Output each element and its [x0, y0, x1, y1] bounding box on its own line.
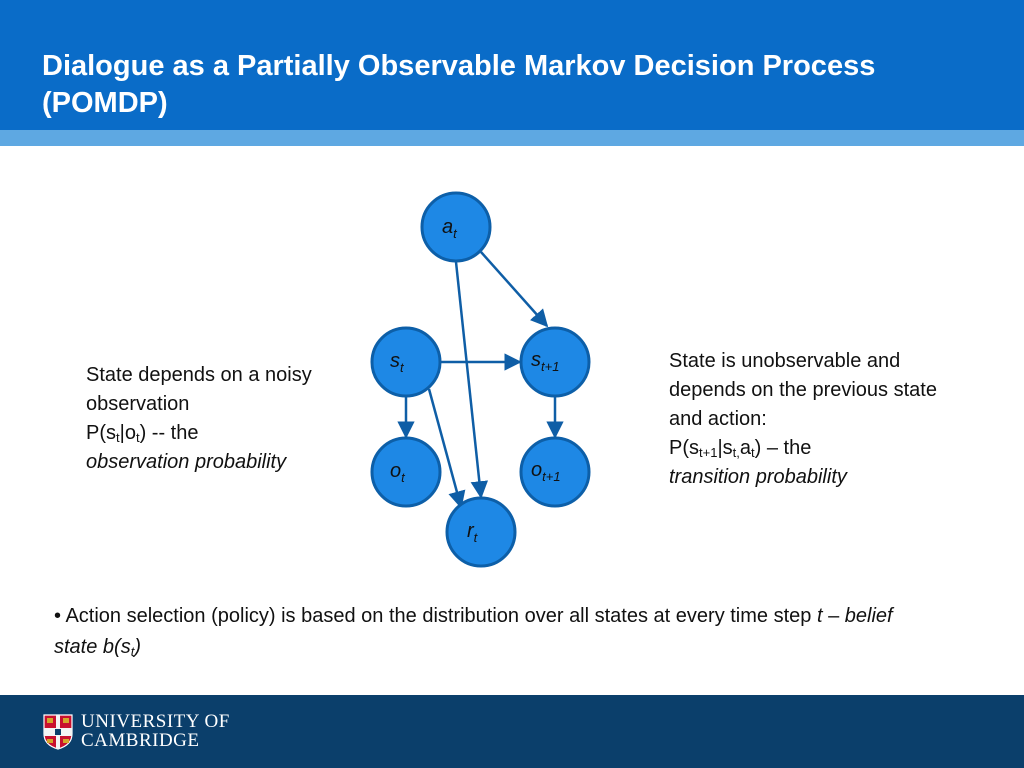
node-o-t: ot [370, 436, 442, 508]
header-bar [0, 0, 1024, 130]
svg-text:st: st [390, 350, 405, 375]
node-o-t1: ot+1 [519, 436, 591, 508]
university-crest-icon [43, 714, 73, 750]
node-s-t1: st+1 [519, 326, 591, 398]
edge-at-to-st1 [480, 251, 549, 328]
header-band [0, 130, 1024, 146]
node-s-t: st [370, 326, 442, 398]
node-r-t: rt [445, 496, 517, 568]
svg-text:at: at [442, 216, 458, 241]
bullet-icon: • [54, 605, 62, 627]
edge-at-to-rt [454, 261, 489, 499]
footer-bar [0, 695, 1024, 768]
svg-text:rt: rt [467, 520, 479, 545]
slide-title: Dialogue as a Partially Observable Marko… [42, 50, 876, 119]
edge-st-to-rt [427, 388, 466, 509]
svg-text:ot+1: ot+1 [531, 459, 561, 484]
node-a-t: at [420, 191, 492, 263]
svg-text:st+1: st+1 [531, 349, 559, 374]
belief-state-bullet: • Action selection (policy) is based on … [54, 605, 893, 659]
observation-text: State depends on a noisy observation P(s… [86, 364, 312, 473]
transition-text: State is unobservable and depends on the… [669, 350, 937, 488]
svg-text:ot: ot [390, 460, 406, 485]
university-logo: UNIVERSITY OF CAMBRIDGE [81, 711, 230, 751]
